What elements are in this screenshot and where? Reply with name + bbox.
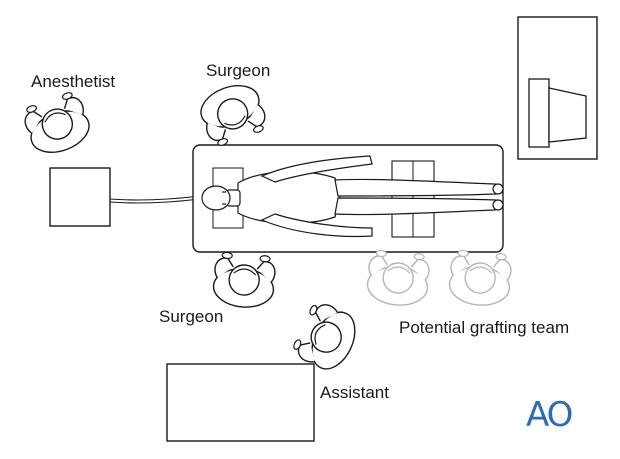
anesthesia-machine (49, 167, 111, 227)
grafting-team-figure-1 (365, 248, 432, 309)
surgeon-bottom-label: Surgeon (159, 307, 224, 326)
grafting-team-figure-2 (447, 248, 514, 309)
anesthetist-label: Anesthetist (31, 72, 116, 91)
image-intensifier-monitor (517, 16, 598, 160)
patient (201, 155, 504, 238)
anesthesia-tubing (109, 195, 201, 204)
grafting-team-label: Potential grafting team (399, 318, 570, 337)
assistant-label: Assistant (320, 383, 389, 402)
surgeon-bottom-figure (211, 250, 278, 311)
surgeon-top-figure (194, 77, 271, 150)
anesthetist-figure (19, 88, 96, 161)
surgeon-top-label: Surgeon (206, 61, 271, 80)
ao-logo: AO (526, 395, 573, 435)
instrument-table (166, 363, 315, 442)
